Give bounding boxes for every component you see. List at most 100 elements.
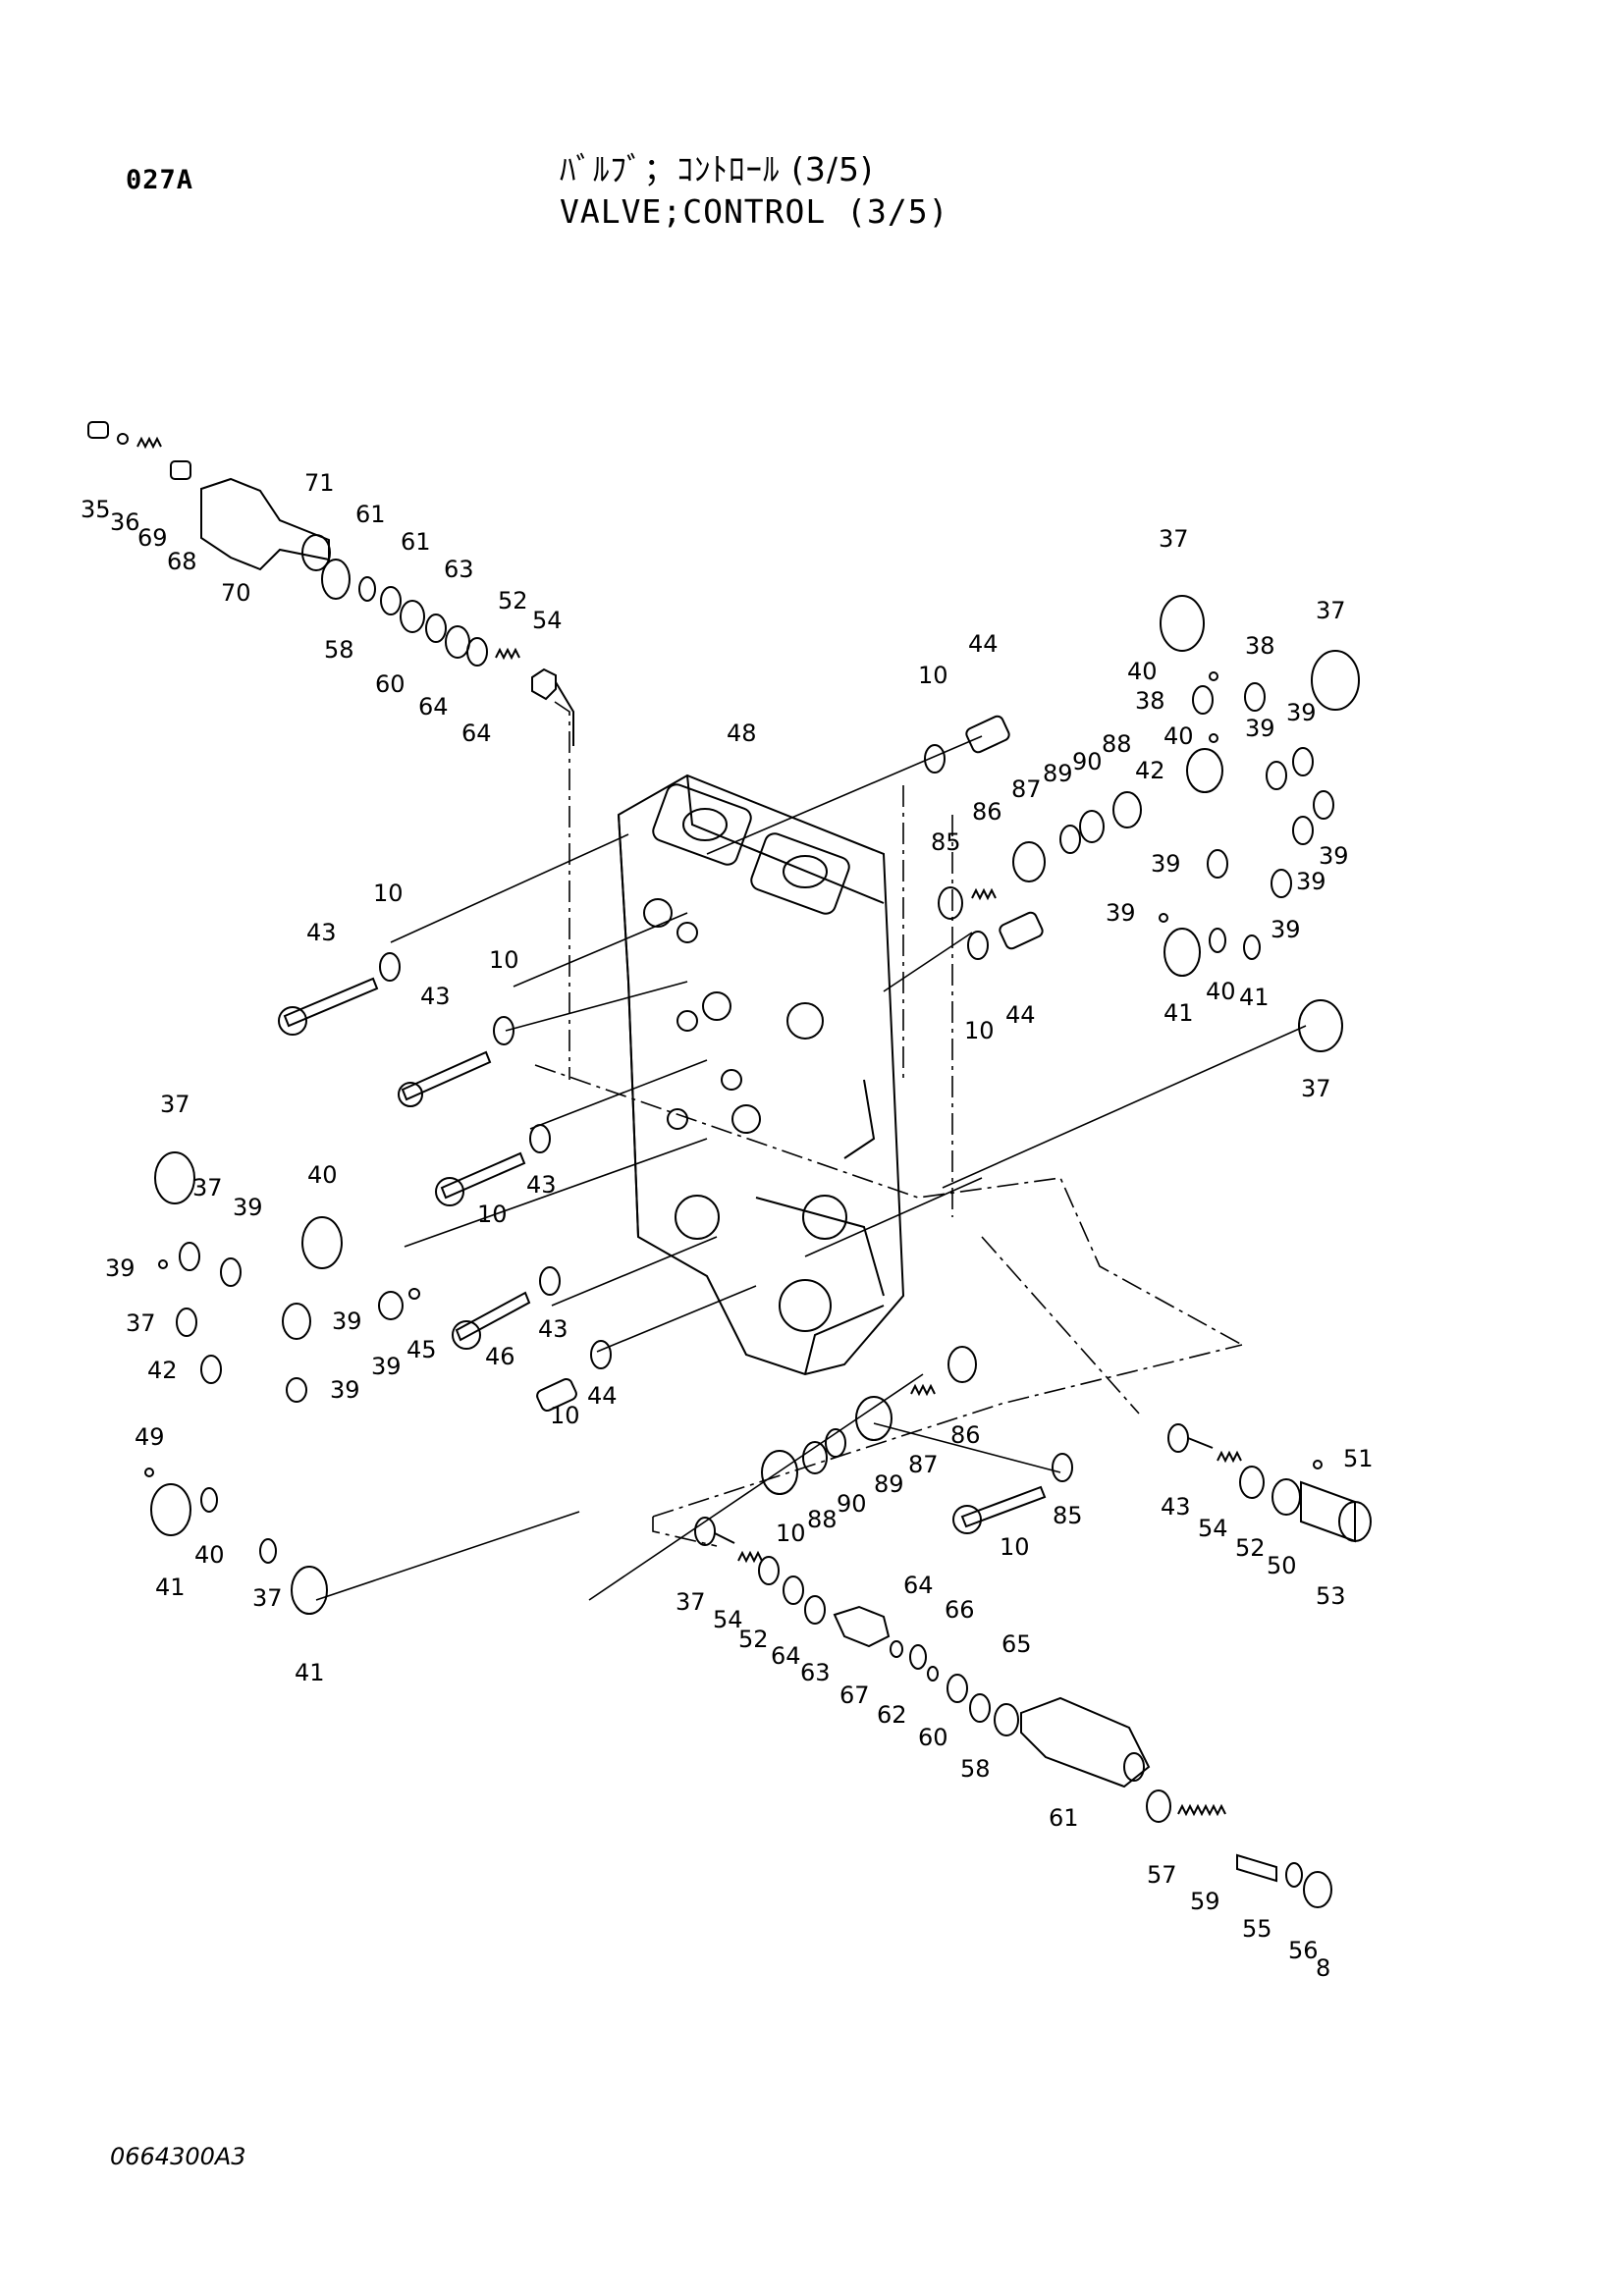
- callout-44: 44: [968, 630, 999, 658]
- callout-39k: 39: [330, 1376, 360, 1404]
- callout-88: 88: [1102, 730, 1132, 758]
- callout-63b: 64: [771, 1642, 801, 1670]
- callout-7: 8: [1316, 1954, 1330, 1982]
- callout-37c: 41: [1163, 999, 1194, 1027]
- bolts: [278, 715, 1047, 1534]
- callout-65: 60: [918, 1724, 948, 1751]
- callout-70: 70: [221, 579, 251, 607]
- leader-lines: [315, 735, 1307, 1601]
- callout-89: 89: [1043, 760, 1073, 787]
- callout-35: 35: [81, 496, 111, 523]
- callout-53: 51: [1343, 1445, 1374, 1472]
- callout-42: 42: [1135, 757, 1165, 784]
- callout-39g: 37: [192, 1174, 223, 1201]
- callout-63: 63: [444, 556, 474, 583]
- callout-10h: 85: [1053, 1502, 1083, 1529]
- callout-39f: 39: [1271, 916, 1301, 943]
- callout-38: 38: [1135, 687, 1165, 715]
- part-49: [1300, 1480, 1356, 1543]
- callout-36: 36: [110, 508, 140, 536]
- callout-41c: 40: [194, 1541, 225, 1569]
- bolt-43-a: [283, 977, 379, 1028]
- callout-61: 61: [355, 501, 386, 528]
- bolt-43-b: [401, 1050, 492, 1101]
- callout-86: 86: [972, 798, 1002, 826]
- callout-71: 71: [304, 469, 335, 497]
- callout-37: 37: [1159, 525, 1189, 553]
- callout-10d: 10: [964, 1017, 995, 1044]
- callout-39d: 39: [1296, 868, 1326, 895]
- callout-52c: 54: [713, 1606, 743, 1633]
- upper-left-parts: [87, 421, 574, 746]
- callout-40c: 39: [1106, 899, 1136, 927]
- callout-57: 61: [1049, 1804, 1079, 1832]
- part-57: [1020, 1696, 1151, 1789]
- part-56: [1236, 1853, 1277, 1883]
- callout-41d: 37: [252, 1584, 283, 1612]
- callout-43e: 10: [1000, 1533, 1030, 1561]
- callout-44b: 44: [1005, 1001, 1036, 1029]
- title-japanese: ﾊﾞﾙﾌﾞ；ｺﾝﾄﾛｰﾙ (3/5): [560, 150, 874, 188]
- callout-68: 68: [167, 548, 197, 575]
- callout-44c: 10: [550, 1402, 580, 1429]
- callout-87b: 89: [874, 1470, 904, 1498]
- callout-62: 67: [839, 1682, 870, 1709]
- callout-41: 40: [1206, 978, 1236, 1005]
- callout-37e: 37: [160, 1091, 190, 1118]
- callout-37f: 40: [307, 1161, 338, 1189]
- callout-10g: 43: [526, 1171, 557, 1199]
- callout-10: 10: [918, 662, 948, 689]
- callout-67: 64: [903, 1572, 934, 1599]
- washers-10: [379, 744, 1073, 1482]
- callout-42b: 39: [332, 1308, 362, 1335]
- callout-43d: 10: [477, 1201, 508, 1228]
- callout-88b: 10: [776, 1520, 806, 1547]
- bolt-44-a: [536, 1377, 577, 1413]
- callout-40d: 39: [105, 1255, 135, 1282]
- callout-10b: 10: [373, 880, 404, 907]
- callout-54: 54: [532, 607, 563, 634]
- callout-40: 40: [1127, 658, 1158, 685]
- o-rings: [144, 595, 1360, 1615]
- part-54: [531, 667, 557, 701]
- callout-61b: 61: [401, 528, 431, 556]
- bolt-44-b: [965, 715, 1010, 754]
- callout-58b: 65: [1001, 1630, 1032, 1658]
- spring-69: [136, 436, 162, 450]
- callout-38b: 38: [1245, 632, 1275, 660]
- callout-39e: 39: [1151, 850, 1181, 878]
- callout-46: 45: [406, 1336, 437, 1363]
- callout-10c: 10: [489, 946, 519, 974]
- title-english: VALVE;CONTROL (3/5): [560, 192, 949, 231]
- callout-40e: 49: [135, 1423, 165, 1451]
- drawing-number: 0664300A3: [110, 2143, 246, 2170]
- part-cap-35: [87, 421, 109, 439]
- callout-50: 52: [1235, 1534, 1266, 1562]
- callout-8: 56: [1288, 1937, 1319, 1964]
- callout-43b: 43: [420, 983, 451, 1010]
- callout-61c: 58: [960, 1755, 991, 1783]
- callout-54b: 43: [1161, 1493, 1191, 1521]
- callout-89b: 90: [837, 1490, 867, 1518]
- callout-39: 39: [1245, 715, 1275, 742]
- callout-48: 48: [727, 720, 757, 747]
- bolt-44-c: [999, 911, 1044, 950]
- plug-45: [378, 1291, 404, 1320]
- lower-relief-valve: [694, 1517, 1332, 1908]
- callout-39c: 39: [1319, 842, 1349, 870]
- callout-43c: 46: [485, 1343, 515, 1370]
- callout-60: 60: [375, 670, 406, 698]
- callout-64: 64: [418, 693, 449, 721]
- callout-43: 43: [306, 919, 337, 946]
- callout-90: 90: [1072, 748, 1103, 775]
- callout-39i: 37: [126, 1309, 156, 1337]
- right-relief-valve: [1167, 1423, 1372, 1543]
- callout-64c: 52: [738, 1626, 769, 1653]
- bolt-43-c: [440, 1151, 526, 1200]
- callout-87: 87: [1011, 775, 1042, 803]
- callout-69: 69: [137, 524, 168, 552]
- callout-40b: 40: [1163, 722, 1194, 750]
- upper-right-spool: [938, 791, 1142, 920]
- callout-64b: 64: [461, 720, 492, 747]
